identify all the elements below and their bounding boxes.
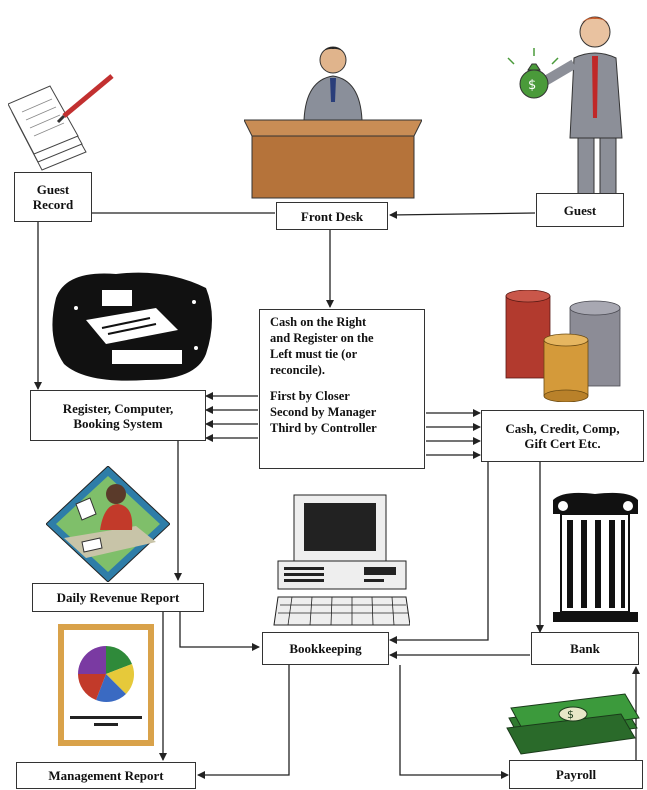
management-box: Management Report [16,762,196,789]
cash-label: Cash, Credit, Comp, Gift Cert Etc. [505,421,620,451]
note-line-2: and Register on the [270,331,374,345]
money-stack-icon: $ [506,693,640,755]
arrow-guest-to-frontdesk [389,210,536,219]
front-desk-box: Front Desk [276,202,388,230]
coin-stacks-icon [505,290,621,402]
payroll-box: Payroll [509,760,643,789]
daily-revenue-box: Daily Revenue Report [32,583,204,612]
bookkeeping-box: Bookkeeping [262,632,389,665]
cash-box: Cash, Credit, Comp, Gift Cert Etc. [481,410,644,462]
note-line-6: Second by Manager [270,405,377,419]
bank-column-icon [553,492,638,622]
payroll-label: Payroll [555,767,597,782]
guest-box: Guest [536,193,624,227]
woman-at-desk-icon [46,466,170,582]
paper-pen-icon [8,74,114,171]
svg-text:$: $ [528,78,536,93]
arrow-bookkeeping-to-management [197,665,290,779]
bank-label: Bank [570,641,600,656]
guest-record-box: Guest Record [14,172,92,222]
daily-revenue-label: Daily Revenue Report [56,590,180,605]
man-with-money-bag-icon: $ [507,16,623,203]
pie-chart-report-icon [58,624,154,746]
reconcile-note: Cash on the Right and Register on the Le… [259,309,425,469]
clerk-at-desk-icon [244,46,422,199]
note-line-1: Cash on the Right [270,315,367,329]
register-box: Register, Computer, Booking System [30,390,206,441]
note-line-5: First by Closer [270,389,350,403]
arrow-cash-to-bookkeeping [389,462,489,644]
front-desk-label: Front Desk [300,208,364,224]
note-line-7: Third by Controller [270,421,377,435]
arrow-dailyrevenue-to-bookkeeping [179,612,260,651]
note-spacer [270,378,414,388]
bank-box: Bank [531,632,639,665]
svg-text:$: $ [567,708,574,721]
register-label: Register, Computer, Booking System [62,400,174,431]
cash-register-icon [52,272,212,381]
guest-record-label: Guest Record [32,182,74,212]
note-line-3: Left must tie (or [270,347,358,361]
guest-label: Guest [563,202,597,218]
bookkeeping-label: Bookkeeping [289,641,362,656]
note-line-4: reconcile). [270,363,325,377]
desktop-computer-icon [273,494,410,626]
arrow-bookkeeping-to-payroll [399,665,509,779]
management-label: Management Report [48,768,164,783]
